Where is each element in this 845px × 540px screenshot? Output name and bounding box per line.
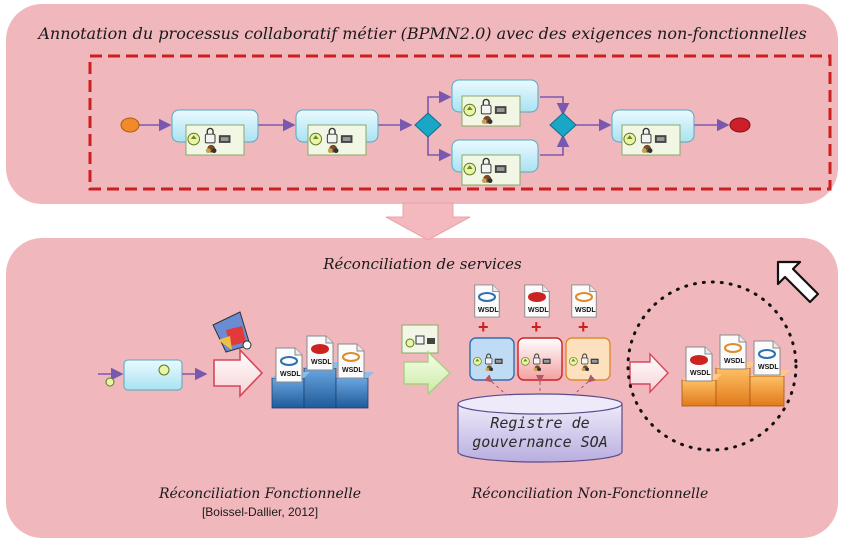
start-event bbox=[120, 117, 140, 133]
wsdl-label: WSDL bbox=[528, 307, 549, 314]
bpmn-task-3 bbox=[451, 79, 539, 127]
nfr-annotation-card bbox=[401, 324, 439, 354]
registry-label-line1: Registre de bbox=[490, 414, 589, 432]
wsdl-label: WSDL bbox=[575, 307, 596, 314]
soa-governance-registry: Registre de gouvernance SOA bbox=[457, 393, 623, 463]
join-gateway bbox=[549, 112, 577, 138]
wsdl-label: WSDL bbox=[758, 364, 779, 371]
annotation-dashed-frame bbox=[88, 54, 832, 191]
wsdl-doc-top-blue: WSDL bbox=[474, 284, 500, 318]
wsdl-doc-orange: WSDL bbox=[337, 343, 365, 379]
selected-services-orange-cubes bbox=[681, 362, 790, 407]
bpmn-annotation-panel bbox=[6, 4, 838, 204]
bpmn-task-2 bbox=[295, 109, 379, 156]
plus-sign: + bbox=[578, 317, 589, 337]
wsdl-doc-selected-red: WSDL bbox=[685, 346, 713, 382]
functional-caption: Réconciliation Fonctionnelle bbox=[158, 486, 362, 502]
transition-down-arrow bbox=[385, 202, 471, 241]
wsdl-doc-top-orange: WSDL bbox=[571, 284, 597, 318]
sequence-flows bbox=[138, 90, 730, 162]
registry-label-line2: gouvernance SOA bbox=[472, 433, 607, 451]
bpmn-task-1 bbox=[171, 109, 259, 156]
plus-sign: + bbox=[478, 317, 489, 337]
annotated-service-red bbox=[517, 337, 563, 381]
highlight-pointer-arrow bbox=[776, 260, 820, 304]
bpmn-task-5 bbox=[611, 109, 695, 156]
annotated-service-orange bbox=[565, 337, 611, 381]
ontology-prism-icon bbox=[212, 311, 252, 353]
selection-arrow bbox=[629, 352, 669, 394]
wsdl-label: WSDL bbox=[724, 358, 745, 365]
bpmn-annotation-title: Annotation du processus collaboratif mét… bbox=[38, 24, 807, 43]
wsdl-doc-red: WSDL bbox=[306, 335, 334, 371]
wsdl-doc-blue: WSDL bbox=[275, 347, 303, 383]
wsdl-label: WSDL bbox=[342, 367, 363, 374]
functional-match-arrow bbox=[213, 348, 264, 398]
input-bpmn-task bbox=[98, 359, 208, 391]
wsdl-label: WSDL bbox=[690, 370, 711, 377]
functional-citation: [Boissel-Dallier, 2012] bbox=[201, 505, 319, 519]
wsdl-label: WSDL bbox=[478, 307, 499, 314]
wsdl-doc-selected-blue: WSDL bbox=[753, 340, 781, 376]
wsdl-label: WSDL bbox=[280, 371, 301, 378]
nonfunctional-match-arrow bbox=[403, 350, 452, 396]
wsdl-doc-selected-orange: WSDL bbox=[719, 334, 747, 370]
service-reconciliation-title: Réconciliation de services bbox=[323, 255, 522, 273]
nonfunctional-caption: Réconciliation Non-Fonctionnelle bbox=[471, 486, 709, 502]
end-event bbox=[729, 117, 751, 133]
wsdl-label: WSDL bbox=[311, 359, 332, 366]
annotated-service-blue bbox=[469, 337, 515, 381]
wsdl-doc-top-red: WSDL bbox=[524, 284, 550, 318]
split-gateway bbox=[414, 112, 442, 138]
plus-sign: + bbox=[531, 317, 542, 337]
bpmn-task-4 bbox=[451, 139, 539, 186]
selection-dotted-circle bbox=[626, 280, 798, 452]
